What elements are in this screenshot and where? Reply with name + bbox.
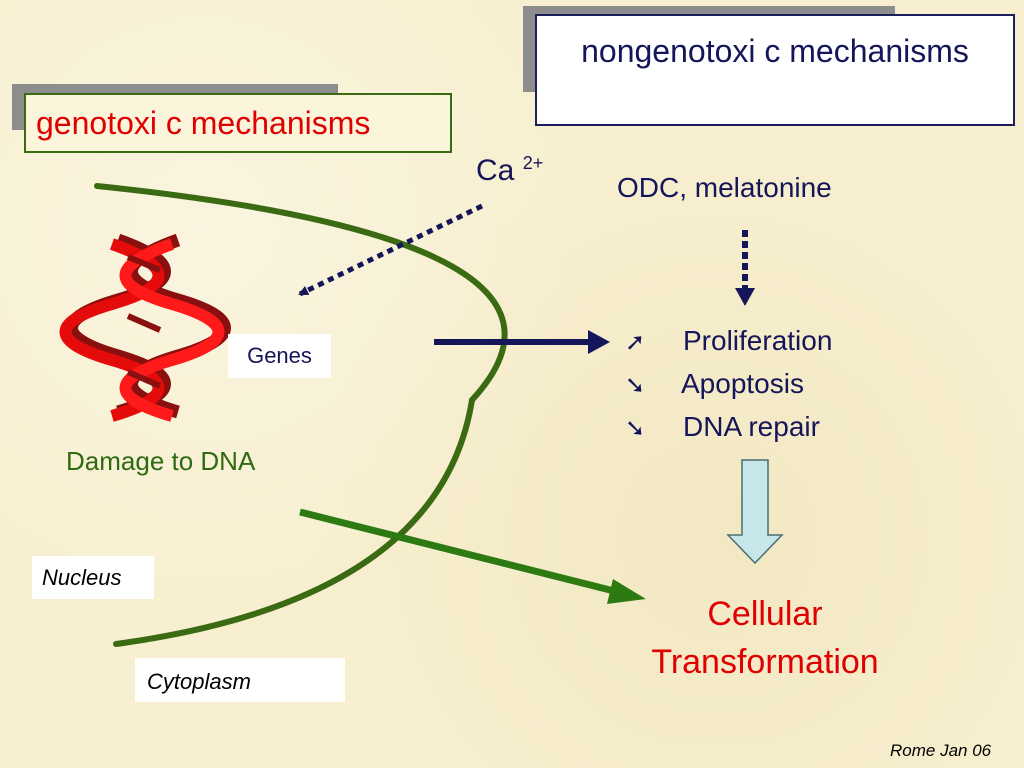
footer-text: Rome Jan 06 — [890, 741, 992, 760]
nongenotoxic-title-box: nongenotoxi c mechanisms — [535, 14, 1015, 126]
nucleus-label: Nucleus — [42, 565, 122, 590]
odc-arrow-head — [735, 288, 755, 306]
genotoxic-title: genotoxi c mechanisms — [36, 105, 371, 141]
genes-label: Genes — [228, 334, 331, 378]
cytoplasm-label-box: Cytoplasm — [135, 658, 345, 702]
damage-label: Damage to DNA — [66, 446, 256, 476]
dna-helix-icon — [59, 233, 231, 422]
effect-label: Apoptosis — [681, 368, 804, 399]
nuclear-membrane-curve — [94, 183, 508, 647]
down-arrow-icon: ➘ — [625, 371, 646, 399]
down-arrow-icon: ➘ — [625, 414, 646, 442]
up-arrow-icon: ➚ — [625, 328, 646, 356]
cytoplasm-label: Cytoplasm — [147, 669, 251, 694]
calcium-charge: 2+ — [522, 153, 544, 173]
calcium-dashed-arrow — [298, 203, 484, 297]
outcome-label: Cellular Transformation — [651, 595, 879, 681]
damage-to-transformation-arrow-head — [607, 579, 646, 604]
effects-list: ➚ Proliferation ➘ Apoptosis ➘ DNA repair — [625, 320, 832, 449]
nongenotoxic-title: nongenotoxi c mechanisms — [581, 33, 969, 69]
calcium-label: Ca 2+ — [476, 153, 543, 188]
effect-item-proliferation: ➚ Proliferation — [625, 320, 832, 363]
effect-label: DNA repair — [683, 411, 820, 442]
damage-to-transformation-arrow — [299, 508, 623, 597]
calcium-base: Ca — [476, 154, 515, 187]
genes-to-effects-arrow-head — [588, 330, 610, 354]
nucleus-label-box: Nucleus — [32, 556, 154, 599]
effect-item-dna-repair: ➘ DNA repair — [625, 406, 832, 449]
odc-label: ODC, melatonine — [617, 172, 832, 203]
effect-item-apoptosis: ➘ Apoptosis — [625, 363, 832, 406]
block-arrow-down — [726, 459, 784, 565]
effect-label: Proliferation — [683, 325, 833, 356]
genotoxic-title-box: genotoxi c mechanisms — [24, 93, 452, 153]
